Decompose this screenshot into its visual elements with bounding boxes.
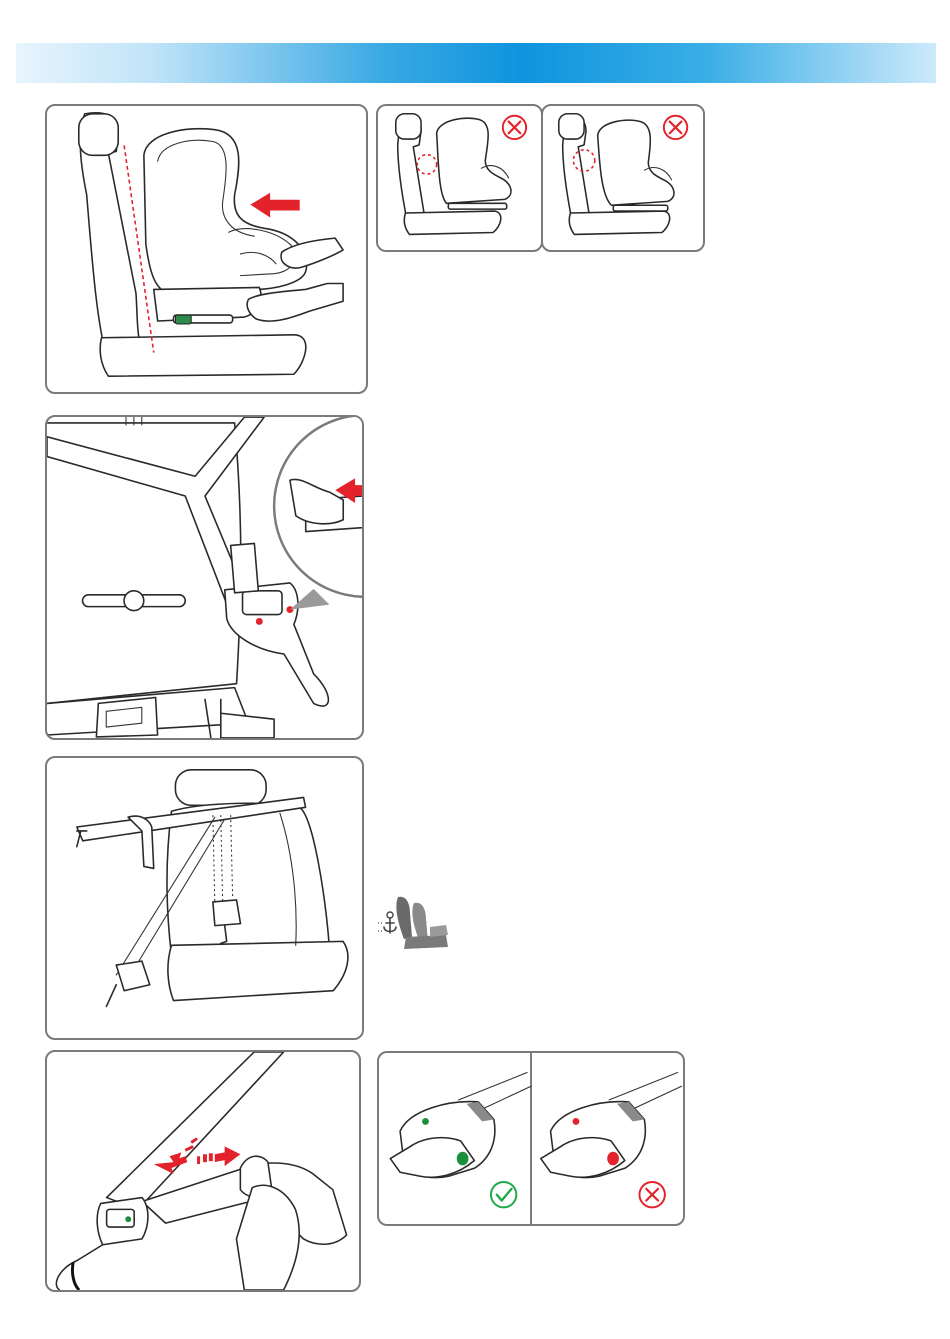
isofix-anchor-icon — [376, 893, 452, 951]
figure-belt-adjuster — [45, 415, 364, 740]
figure-belt-tighten — [45, 1050, 361, 1292]
figure-wrong-angle — [541, 104, 705, 252]
figure-seat-anchor — [45, 756, 364, 1040]
figure-indicator-check — [377, 1051, 685, 1226]
header-gradient-bar — [16, 43, 936, 83]
figure-seat-install — [45, 104, 368, 394]
figure-wrong-gap — [376, 104, 543, 252]
